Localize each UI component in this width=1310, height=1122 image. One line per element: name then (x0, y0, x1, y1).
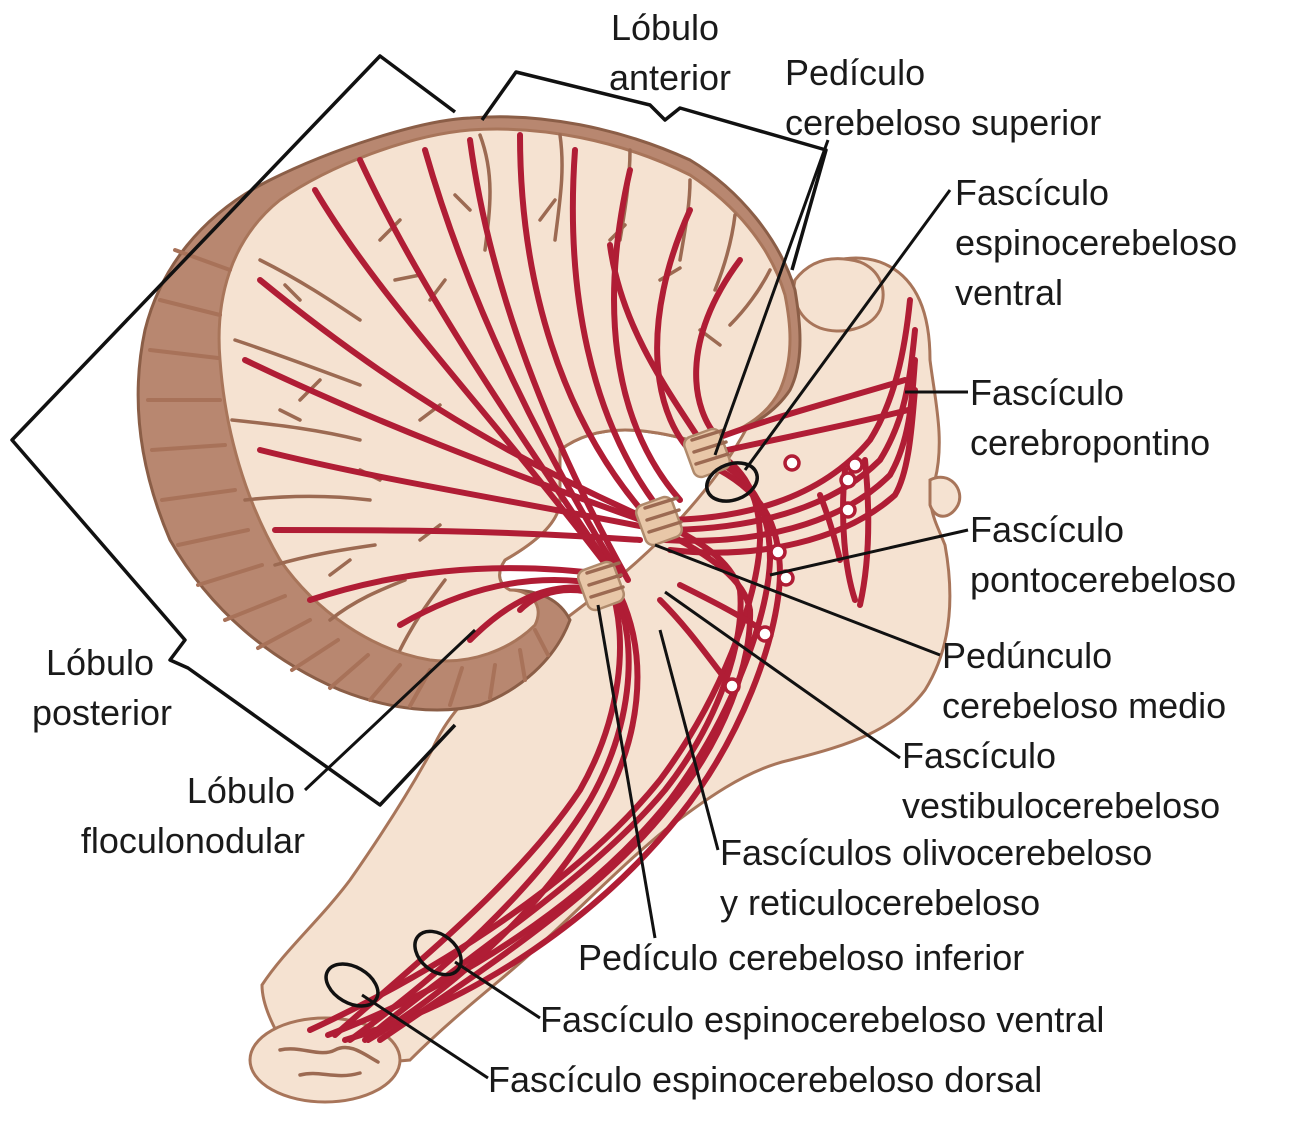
label-olivo-reticulo: Fascículos olivocerebeloso y reticulocer… (720, 832, 1162, 923)
label-cerebropontino: Fascículo cerebropontino (970, 372, 1210, 463)
label-pedunculo-medio: Pedúnculo cerebeloso medio (942, 635, 1226, 726)
label-pontocerebeloso: Fascículo pontocerebeloso (970, 509, 1236, 600)
label-lobulo-anterior: Lóbulo anterior (609, 7, 731, 98)
label-pediculo-superior: Pedículo cerebeloso superior (785, 52, 1101, 143)
label-lobulo-floculonodular: Lóbulo floculonodular (81, 770, 305, 861)
label-espinocerebeloso-dorsal: Fascículo espinocerebeloso dorsal (488, 1059, 1042, 1100)
label-pediculo-inferior: Pedículo cerebeloso inferior (578, 937, 1024, 978)
label-vestibulocerebeloso: Fascículo vestibulocerebeloso (902, 735, 1220, 826)
label-lobulo-posterior: Lóbulo posterior (32, 642, 172, 733)
label-espinocerebeloso-ventral-bottom: Fascículo espinocerebeloso ventral (540, 999, 1104, 1040)
label-espinocerebeloso-ventral-top: Fascículo espinocerebeloso ventral (955, 172, 1247, 313)
